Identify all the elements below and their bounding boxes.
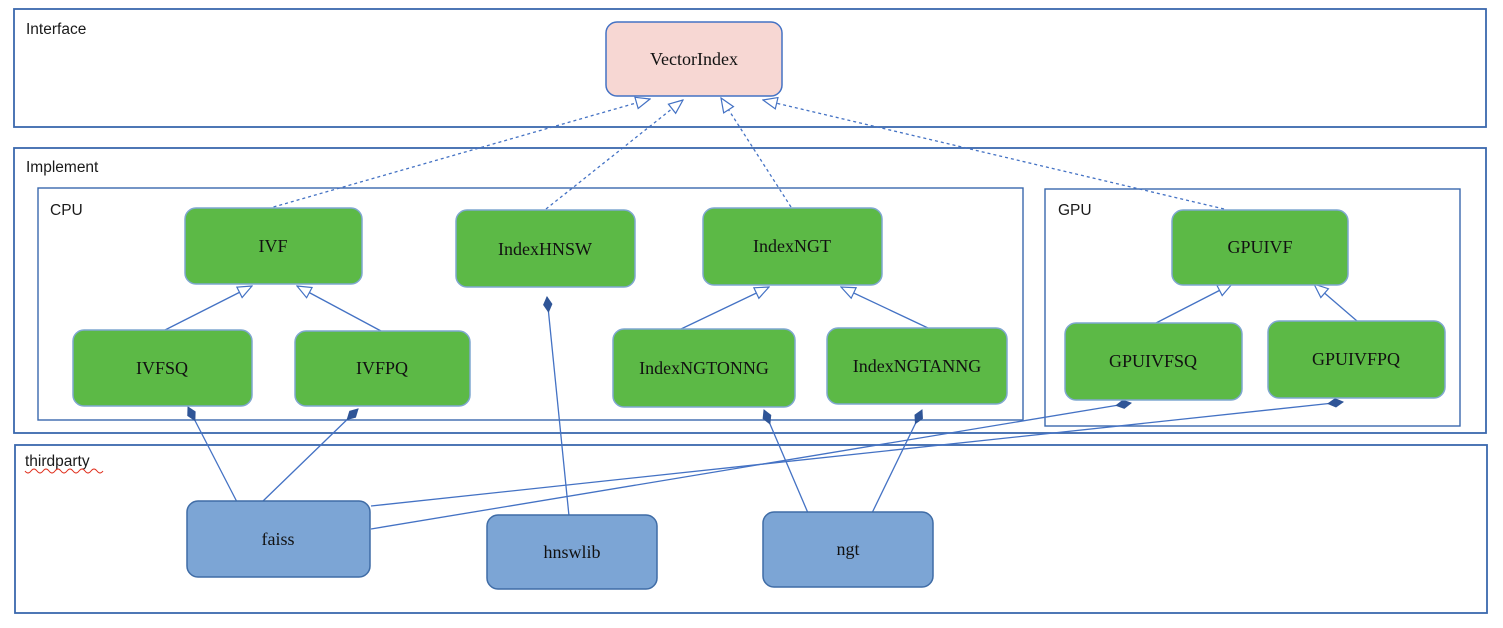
node-vectorindex: VectorIndex: [605, 21, 783, 97]
section-interface-label: Interface: [26, 21, 86, 38]
node-indexngtanng-box: [826, 327, 1008, 405]
node-vectorindex-box: [605, 21, 783, 97]
section-implement-label: Implement: [26, 159, 99, 176]
edge-indexngt-realizes-vectorindex: [721, 98, 792, 208]
node-hnswlib-label: hnswlib: [543, 542, 600, 562]
node-ivfpq: IVFPQ: [294, 330, 471, 407]
node-indexngtonng-label: IndexNGTONNG: [639, 358, 769, 378]
edge-faiss-composes-ivfsq: [187, 406, 238, 503]
edge-faiss-composes-gpuivfpq: [370, 398, 1344, 507]
section-thirdparty-box: [14, 444, 1488, 614]
node-gpuivfpq-label: GPUIVFPQ: [1312, 349, 1400, 369]
node-vectorindex-label: VectorIndex: [650, 49, 738, 69]
node-indexngt: IndexNGT: [702, 207, 883, 286]
node-ngt: ngt: [762, 511, 934, 588]
section-cpu-box: [37, 187, 1024, 421]
node-hnswlib: hnswlib: [486, 514, 658, 590]
node-ivf-label: IVF: [258, 236, 287, 256]
node-gpuivfpq-box: [1267, 320, 1446, 399]
node-ivfpq-label: IVFPQ: [356, 358, 408, 378]
edge-faiss-composes-ivfpq: [261, 408, 359, 503]
node-ivf-box: [184, 207, 363, 285]
edge-ivfsq-inherits-ivf: [164, 286, 252, 331]
edge-gpuivfsq-inherits-gpuivf: [1155, 284, 1232, 324]
node-ivfpq-box: [294, 330, 471, 407]
node-gpuivf: GPUIVF: [1171, 209, 1349, 286]
node-indexngt-box: [702, 207, 883, 286]
node-gpuivfpq: GPUIVFPQ: [1267, 320, 1446, 399]
node-gpuivfsq: GPUIVFSQ: [1064, 322, 1243, 401]
node-ivfsq-label: IVFSQ: [136, 358, 188, 378]
node-ivfsq-box: [72, 329, 253, 407]
node-ngt-box: [762, 511, 934, 588]
node-gpuivfsq-box: [1064, 322, 1243, 401]
node-indexngt-label: IndexNGT: [753, 236, 831, 256]
section-interface-box: [13, 8, 1487, 128]
node-ivf: IVF: [184, 207, 363, 285]
edge-ivfpq-inherits-ivf: [297, 286, 382, 332]
node-ngt-label: ngt: [836, 539, 859, 559]
node-faiss-box: [186, 500, 371, 578]
spellcheck-squiggle: [24, 468, 104, 474]
node-indexhnsw: IndexHNSW: [455, 209, 636, 288]
edge-hnswlib-composes-indexhnsw: [543, 296, 570, 517]
node-faiss: faiss: [186, 500, 371, 578]
edge-indexhnsw-realizes-vectorindex: [545, 100, 683, 210]
node-indexhnsw-label: IndexHNSW: [498, 239, 592, 259]
node-gpuivf-box: [1171, 209, 1349, 286]
section-cpu-label: CPU: [50, 202, 83, 219]
section-implement-box: [13, 147, 1487, 434]
node-gpuivf-label: GPUIVF: [1227, 237, 1292, 257]
edge-faiss-composes-gpuivfsq: [370, 399, 1132, 530]
node-indexngtonng-box: [612, 328, 796, 408]
edge-ngt-composes-indexngtanng: [871, 409, 923, 514]
edge-ivf-realizes-vectorindex: [273, 99, 651, 208]
node-gpuivfsq-label: GPUIVFSQ: [1109, 351, 1197, 371]
section-thirdparty-label: thirdparty: [25, 453, 90, 470]
node-indexhnsw-box: [455, 209, 636, 288]
edge-gpuivf-realizes-vectorindex: [763, 100, 1225, 210]
section-gpu-label: GPU: [1058, 202, 1092, 219]
node-indexngtanng: IndexNGTANNG: [826, 327, 1008, 405]
node-ivfsq: IVFSQ: [72, 329, 253, 407]
node-faiss-label: faiss: [262, 529, 295, 549]
node-indexngtanng-label: IndexNGTANNG: [853, 356, 982, 376]
section-gpu-box: [1044, 188, 1461, 427]
edge-indexngtanng-inherits-indexngt: [841, 287, 929, 329]
node-hnswlib-box: [486, 514, 658, 590]
edge-gpuivfpq-inherits-gpuivf: [1314, 284, 1358, 322]
edge-indexngtonng-inherits-indexngt: [680, 287, 769, 330]
node-indexngtonng: IndexNGTONNG: [612, 328, 796, 408]
